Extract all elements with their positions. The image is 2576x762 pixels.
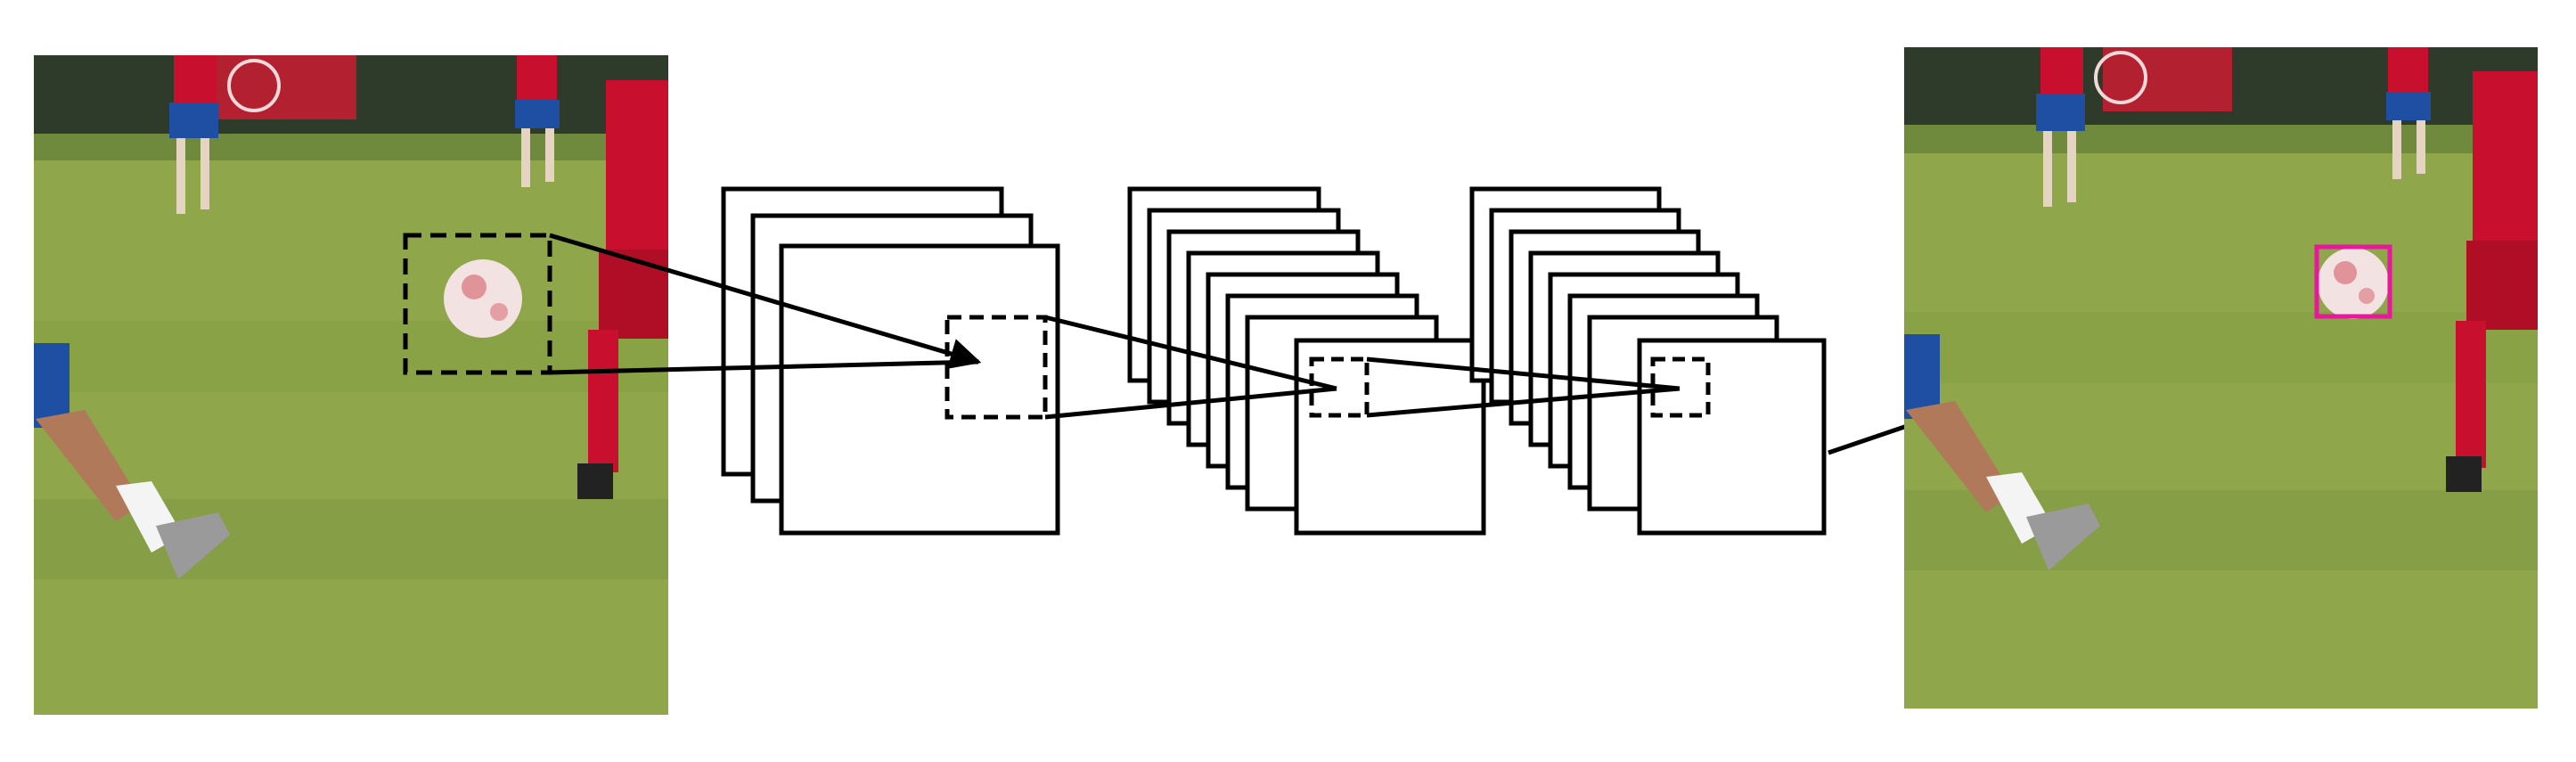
ball [2318, 248, 2389, 319]
feature-map-stack-3 [1469, 186, 1827, 536]
input-region-box [403, 233, 552, 375]
feature-map-layer [779, 243, 1060, 536]
red-banner [214, 55, 356, 119]
input-image [34, 55, 668, 715]
connector-line [1044, 315, 1337, 391]
feature-region-box-2 [1309, 356, 1370, 418]
red-player [2446, 71, 2538, 492]
blue-player-leg [1904, 334, 2100, 570]
feature-map-stack-1 [721, 186, 1060, 536]
feature-map-layer [1637, 338, 1827, 536]
feature-map-layer [1294, 338, 1486, 536]
output-image [1904, 47, 2538, 709]
banner-emblem-icon [2094, 51, 2147, 104]
red-player [577, 80, 668, 499]
distant-player [2386, 47, 2431, 179]
connector-line [1044, 386, 1337, 420]
distant-player [515, 55, 560, 187]
detection-box [2314, 244, 2392, 319]
connector-line [549, 359, 979, 375]
banner-emblem-icon [227, 59, 281, 112]
distant-player [169, 55, 218, 214]
connector-line [1366, 356, 1681, 391]
connector-line [549, 233, 982, 369]
feature-map-stack-2 [1127, 186, 1486, 536]
connector-line [1366, 386, 1681, 418]
ball [444, 259, 522, 338]
blue-player-leg [34, 343, 230, 579]
feature-region-box-3 [1650, 356, 1711, 418]
distant-player [2036, 47, 2085, 207]
